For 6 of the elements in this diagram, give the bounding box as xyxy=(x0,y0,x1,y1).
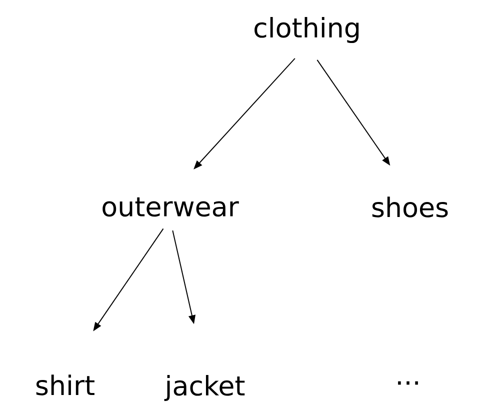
node-label: shirt xyxy=(36,374,94,396)
node-label: shoes xyxy=(372,196,448,218)
node-label: outerwear xyxy=(102,197,239,217)
node-label: jacket xyxy=(164,375,245,402)
node-label: clothing xyxy=(254,17,359,44)
ellipsis: ... xyxy=(398,381,418,385)
